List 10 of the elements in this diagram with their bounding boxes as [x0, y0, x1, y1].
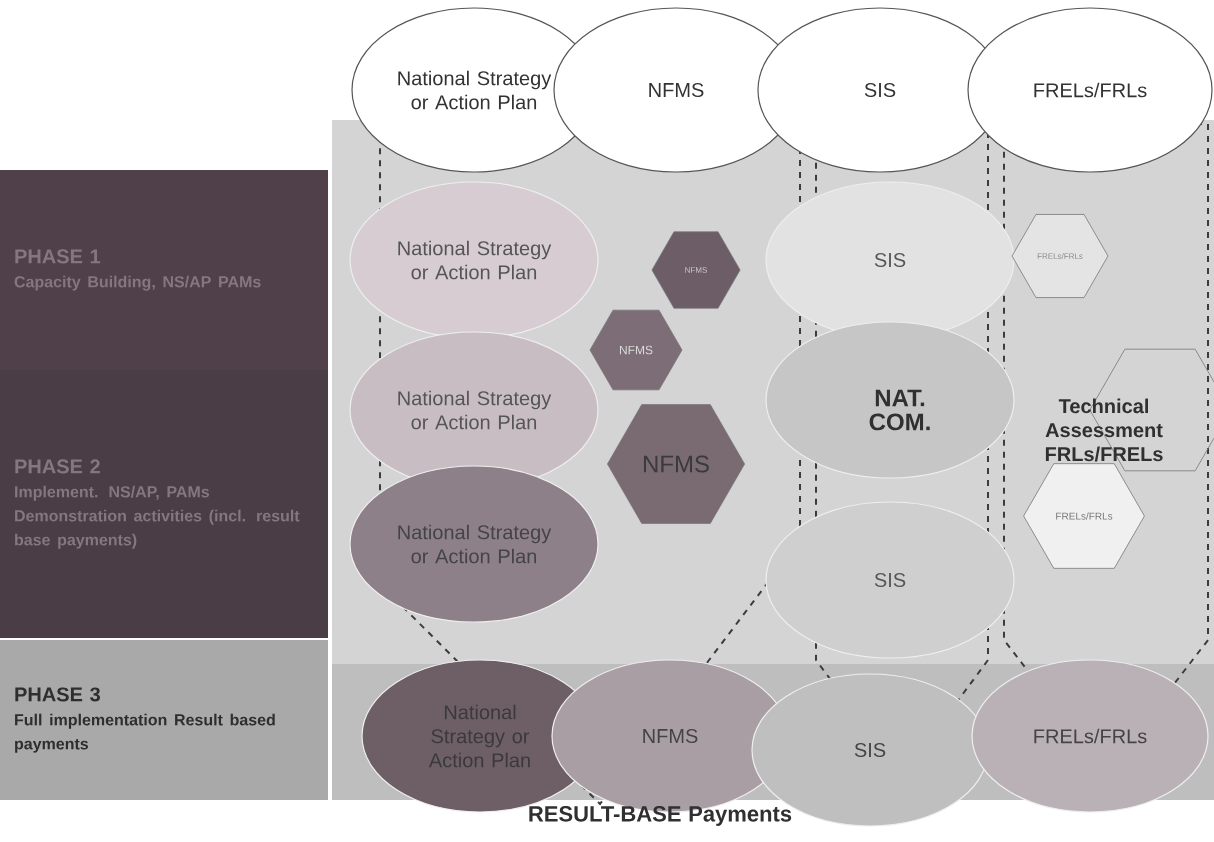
- node-label: FRELs/FRLs: [1034, 82, 1147, 98]
- ellipse: [765, 321, 1015, 479]
- node-label: PHASE 2: [15, 459, 100, 474]
- phase-band: PHASE 2 Implement. NS/AP, PAMs Demonstration activities (incl. result base payments): [0, 370, 328, 638]
- node-label: Implement. NS/AP, PAMs Demonstration activities (incl. result base payments): [15, 485, 300, 549]
- phase-band: PHASE 3 Full implementation Result based payments: [0, 640, 328, 800]
- text-label: Technical Assessment FRLs/FRELs: [1045, 398, 1163, 462]
- hexagon: NFMS: [607, 404, 745, 524]
- text-label: NAT. COM.: [869, 389, 930, 431]
- node-label: SIS: [854, 742, 886, 758]
